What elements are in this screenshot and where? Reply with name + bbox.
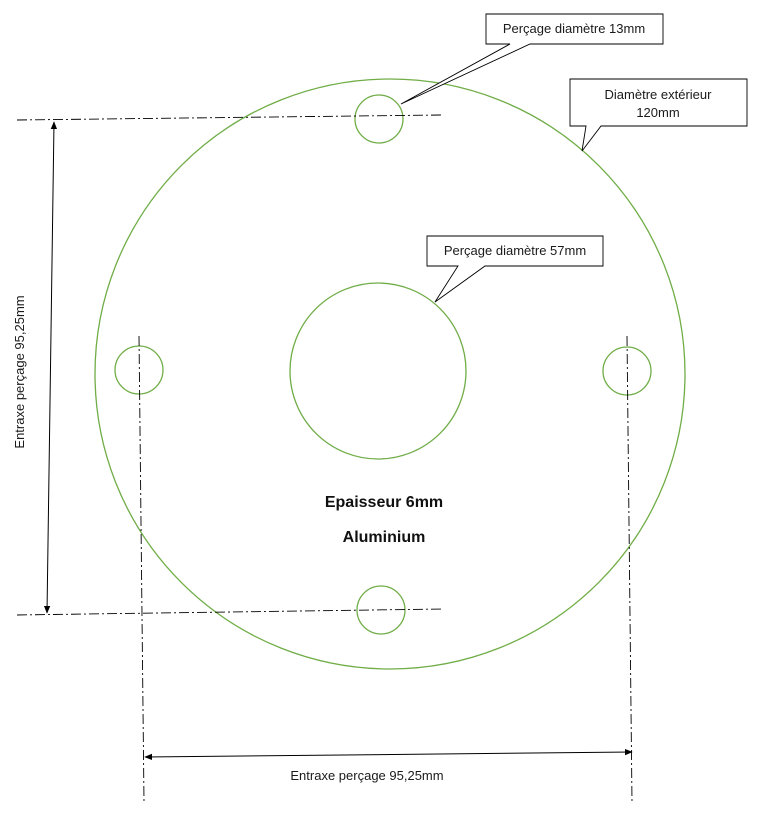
centerline-top — [16, 114, 443, 121]
callout-center-hole — [426, 235, 604, 303]
bolt-hole-bottom — [356, 585, 406, 635]
bolt-hole-right — [602, 346, 652, 396]
outer-disc — [94, 78, 686, 670]
callout-small-hole-text: Perçage diamètre 13mm — [503, 21, 645, 36]
callout-outer-diameter-line1: Diamètre extérieur — [605, 87, 713, 102]
part-material: Aluminium — [343, 529, 426, 546]
dimension-label-horizontal: Entraxe perçage 95,25mm — [290, 768, 443, 783]
callout-center-hole-text: Perçage diamètre 57mm — [444, 243, 586, 258]
bolt-hole-left — [114, 345, 164, 395]
bolt-hole-top — [354, 94, 404, 144]
callout-small-hole — [400, 13, 664, 105]
centerline-left — [138, 335, 145, 803]
dimension-label-vertical: Entraxe perçage 95,25mm — [12, 295, 27, 448]
dimension-arrow-vertical — [43, 121, 58, 614]
dimension-arrow-horizontal — [144, 748, 633, 761]
center-hole — [289, 282, 467, 460]
centerline-right — [626, 335, 633, 803]
callout-outer-diameter-line2: 120mm — [636, 105, 679, 120]
centerline-bottom — [16, 608, 443, 616]
part-thickness: Epaisseur 6mm — [325, 494, 443, 511]
callout-outer-diameter — [569, 78, 748, 152]
